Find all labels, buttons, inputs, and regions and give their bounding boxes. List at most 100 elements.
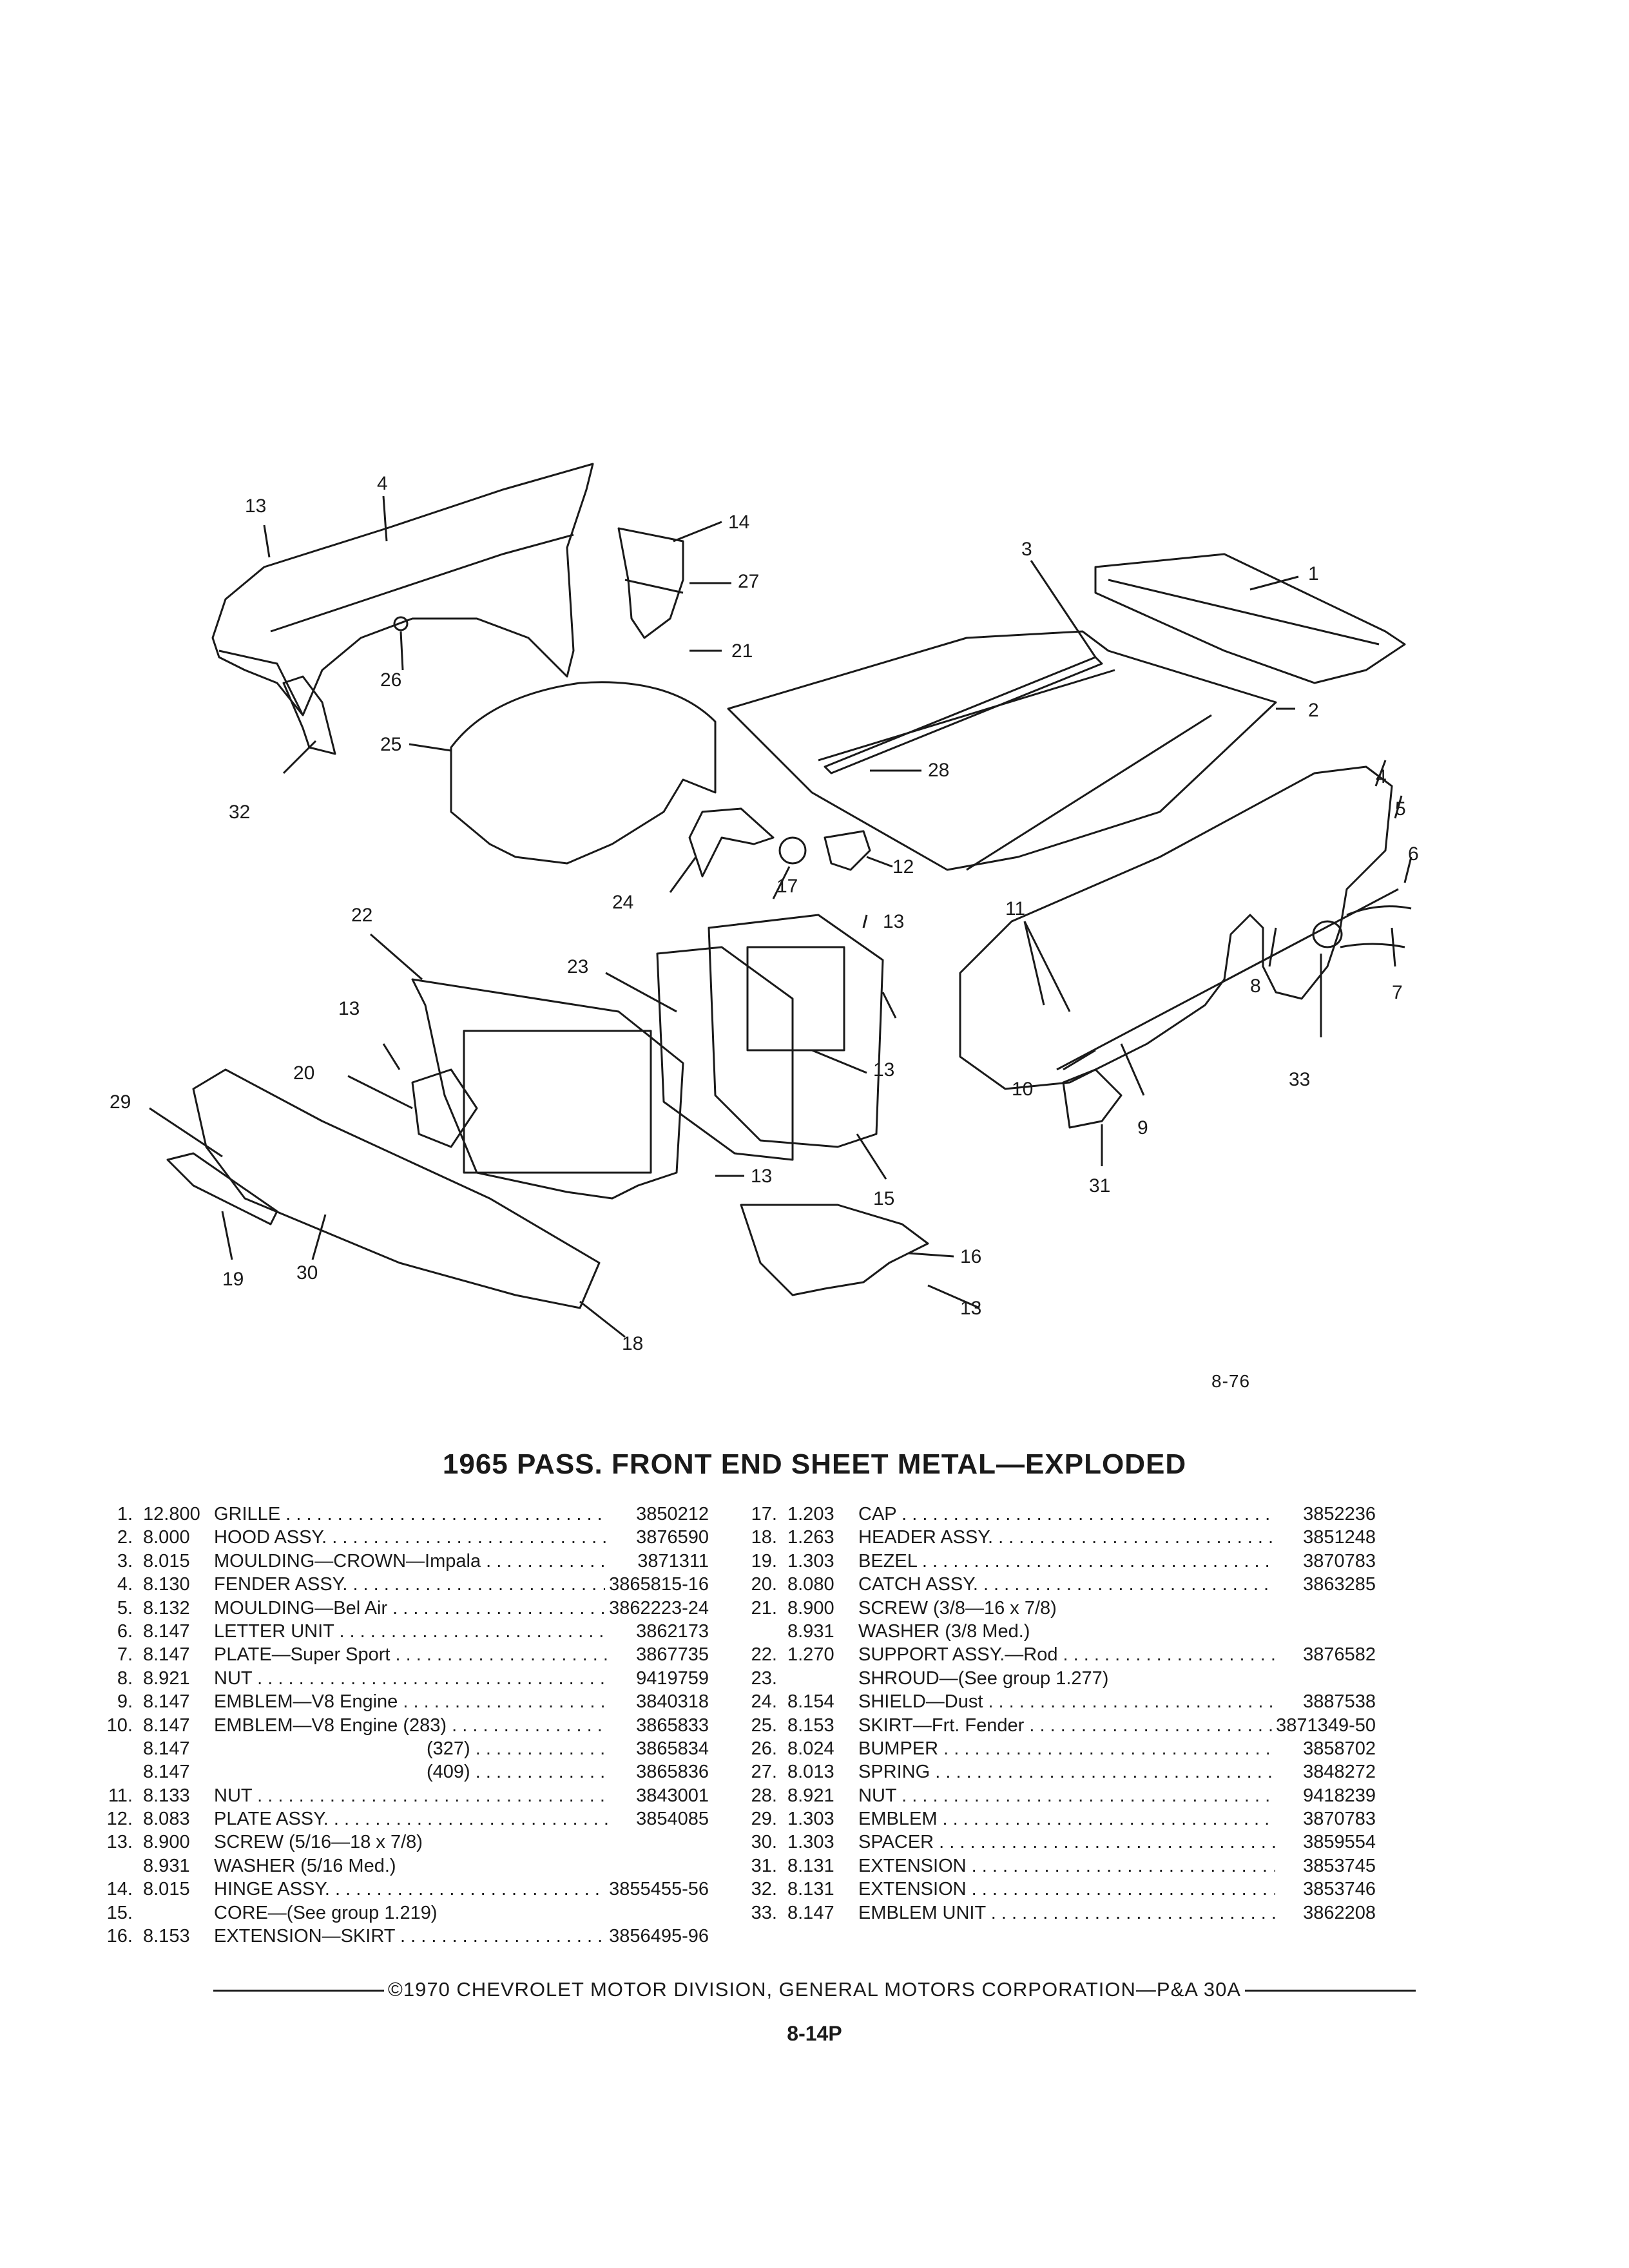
part-number-index: 25. xyxy=(751,1715,777,1736)
callout-7: 7 xyxy=(1392,982,1403,1003)
parts-row: 23.SHROUD—(See group 1.277) xyxy=(728,1667,1376,1690)
part-description: EXTENSION xyxy=(858,1854,1275,1878)
figure-number: 8-76 xyxy=(1211,1371,1251,1391)
part-number xyxy=(608,1854,709,1878)
part-description: PLATE ASSY. xyxy=(214,1807,608,1831)
radiator-core xyxy=(708,914,884,1148)
part-number-index: 6. xyxy=(117,1620,133,1642)
skirt-extension xyxy=(740,1204,929,1296)
group-number: 1.303 xyxy=(787,1550,834,1571)
part-number xyxy=(1275,1620,1376,1643)
callout-2: 2 xyxy=(1308,700,1319,721)
group-number: 8.024 xyxy=(787,1738,834,1759)
part-description: EXTENSION xyxy=(858,1878,1275,1901)
callout-14: 14 xyxy=(728,512,749,533)
footer-text: ©1970 CHEVROLET MOTOR DIVISION, GENERAL … xyxy=(388,1978,1241,2001)
group-number: 1.303 xyxy=(787,1809,834,1830)
part-description: WASHER (5/16 Med.) xyxy=(214,1855,396,1876)
part-number-index: 9. xyxy=(117,1691,133,1713)
callout-21: 21 xyxy=(731,640,753,662)
group-number: 8.921 xyxy=(143,1667,190,1689)
callout-8: 8 xyxy=(1250,975,1261,997)
callout-1: 1 xyxy=(1308,563,1319,584)
callout-3: 3 xyxy=(1021,539,1032,560)
parts-row: 8.147(327)3865834 xyxy=(84,1737,709,1760)
group-number: 8.131 xyxy=(787,1879,834,1900)
part-number: 3859554 xyxy=(1303,1832,1376,1853)
part-number xyxy=(608,1831,709,1854)
parts-row: 28.8.921NUT9418239 xyxy=(728,1784,1376,1807)
group-number: 8.013 xyxy=(787,1762,834,1783)
part-number-index: 4. xyxy=(117,1574,133,1595)
part-number-index: 26. xyxy=(751,1738,777,1759)
part-description: SUPPORT ASSY.—Rod xyxy=(858,1643,1275,1666)
part-number-index: 27. xyxy=(751,1762,777,1783)
callout-25: 25 xyxy=(380,734,401,755)
parts-row: 30.1.303SPACER3859554 xyxy=(728,1831,1376,1854)
group-number: 8.154 xyxy=(787,1691,834,1713)
part-description: SPRING xyxy=(858,1760,1275,1783)
group-number: 8.080 xyxy=(787,1574,834,1595)
part-description: EMBLEM xyxy=(858,1807,1275,1831)
group-number: 8.147 xyxy=(143,1715,190,1736)
group-number: 8.133 xyxy=(143,1785,190,1806)
group-number: 12.800 xyxy=(143,1504,200,1524)
group-number: 8.931 xyxy=(143,1855,190,1876)
parts-row: 8.147(409)3865836 xyxy=(84,1760,709,1783)
callout-17: 17 xyxy=(776,876,798,897)
part-number: 3850212 xyxy=(636,1504,709,1524)
part-number-index: 3. xyxy=(117,1550,133,1571)
part-number-index: 1. xyxy=(117,1504,133,1524)
part-description: HINGE ASSY. xyxy=(214,1878,605,1901)
part-number-index: 10. xyxy=(106,1715,133,1736)
shroud xyxy=(656,946,794,1161)
part-description: EMBLEM—V8 Engine xyxy=(214,1690,608,1713)
parts-row: 32.8.131EXTENSION3853746 xyxy=(728,1878,1376,1901)
group-number: 1.263 xyxy=(787,1527,834,1548)
part-number: 3862208 xyxy=(1303,1902,1376,1923)
callout-28: 28 xyxy=(928,760,949,781)
group-number: 8.131 xyxy=(787,1855,834,1876)
callout-12: 12 xyxy=(892,856,914,878)
part-number-index: 7. xyxy=(117,1644,133,1666)
part-number-index xyxy=(84,1854,133,1878)
parts-row: 26.8.024BUMPER3858702 xyxy=(728,1737,1376,1760)
part-number: 3858702 xyxy=(1303,1738,1376,1759)
part-number: 9418239 xyxy=(1303,1785,1376,1806)
group-number: 8.147 xyxy=(143,1620,190,1642)
part-number: 3862173 xyxy=(636,1620,709,1642)
part-number: 3871311 xyxy=(637,1550,709,1571)
callout-23: 23 xyxy=(567,956,588,977)
group-number: 8.015 xyxy=(143,1550,190,1571)
part-number: 3887538 xyxy=(1303,1691,1376,1713)
parts-row: 1.12.800GRILLE3850212 xyxy=(84,1503,709,1526)
bumper-26 xyxy=(393,616,409,631)
part-number-index: 15. xyxy=(106,1902,133,1923)
part-number: 3848272 xyxy=(1303,1762,1376,1783)
group-number: 8.147 xyxy=(143,1762,190,1783)
callout-13-a: 13 xyxy=(245,495,266,517)
part-number-index: 31. xyxy=(751,1855,777,1876)
parts-row: 27. 8.013 SPRING 3848272 xyxy=(728,1760,1376,1783)
part-number: 3865836 xyxy=(636,1762,709,1783)
part-number-index: 17. xyxy=(751,1504,777,1524)
group-number: 8.083 xyxy=(143,1809,190,1830)
group-number: 8.147 xyxy=(143,1691,190,1713)
footer-rule-left xyxy=(213,1990,384,1992)
parts-row: 15.CORE—(See group 1.219) xyxy=(84,1901,709,1925)
part-number xyxy=(608,1901,709,1925)
moulding-crown xyxy=(824,656,1103,774)
part-number xyxy=(1275,1667,1376,1690)
part-number-index: 22. xyxy=(751,1644,777,1666)
header-assy xyxy=(192,1068,601,1309)
